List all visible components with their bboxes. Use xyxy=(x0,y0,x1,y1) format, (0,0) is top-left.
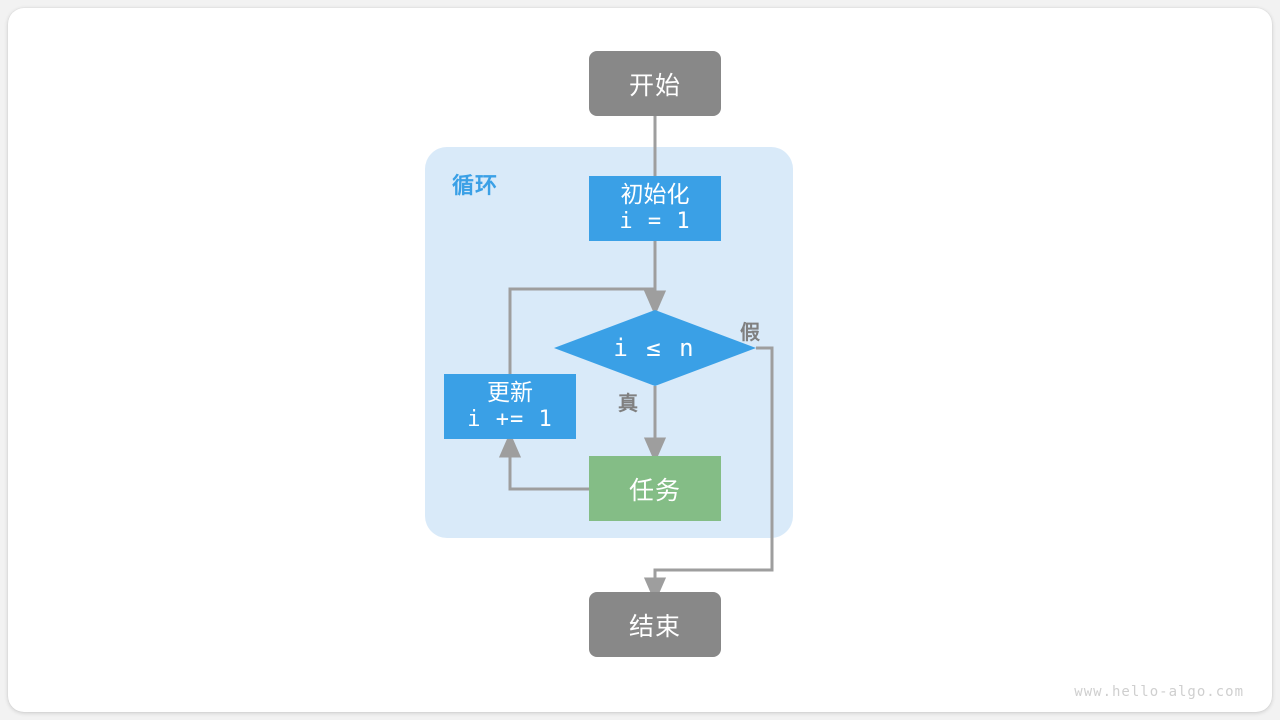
node-init[interactable]: 初始化 i = 1 xyxy=(589,176,721,241)
edge-label-false: 假 xyxy=(740,320,760,344)
node-init-label-expr: i = 1 xyxy=(619,209,691,235)
node-start[interactable]: 开始 xyxy=(589,51,721,116)
node-init-label-title: 初始化 xyxy=(620,182,690,209)
node-update-label-title: 更新 xyxy=(487,380,533,407)
edge-label-true: 真 xyxy=(618,391,638,415)
node-task-label: 任务 xyxy=(628,475,681,505)
node-start-label: 开始 xyxy=(628,70,681,100)
node-end[interactable]: 结束 xyxy=(589,592,721,657)
node-task[interactable]: 任务 xyxy=(589,456,721,521)
node-end-label: 结束 xyxy=(628,611,681,641)
watermark: www.hello-algo.com xyxy=(1074,684,1244,700)
node-update[interactable]: 更新 i += 1 xyxy=(444,374,576,439)
loop-group-label: 循环 xyxy=(452,174,499,199)
node-update-label-expr: i += 1 xyxy=(467,407,553,433)
node-condition[interactable]: i ≤ n xyxy=(553,310,756,386)
node-condition-label: i ≤ n xyxy=(613,334,696,362)
